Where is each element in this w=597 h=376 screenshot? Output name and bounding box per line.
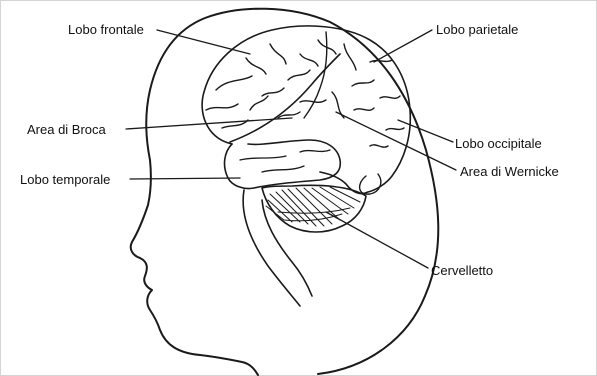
label-occipital-lobe: Lobo occipitale bbox=[455, 137, 542, 150]
label-cerebellum: Cervelletto bbox=[431, 264, 493, 277]
label-temporal-lobe: Lobo temporale bbox=[20, 173, 110, 186]
brain-outline bbox=[202, 26, 410, 194]
leader-parietal-lobe bbox=[374, 30, 432, 62]
leader-cerebellum bbox=[326, 212, 428, 268]
leader-occipital-lobe bbox=[398, 120, 453, 142]
label-wernicke-area: Area di Wernicke bbox=[460, 165, 559, 178]
label-broca-area: Area di Broca bbox=[27, 123, 106, 136]
label-parietal-lobe: Lobo parietale bbox=[436, 23, 518, 36]
head-silhouette bbox=[131, 9, 439, 375]
sylvian-fissure bbox=[230, 54, 340, 142]
cerebellum-folia bbox=[266, 187, 360, 226]
brain-stem bbox=[243, 190, 312, 306]
temporal-folds bbox=[240, 150, 330, 172]
leader-lines bbox=[126, 30, 456, 268]
label-frontal-lobe: Lobo frontale bbox=[68, 23, 144, 36]
temporal-lobe-shape bbox=[225, 140, 341, 189]
leader-temporal-lobe bbox=[130, 178, 240, 179]
leader-wernicke-area bbox=[336, 112, 456, 170]
